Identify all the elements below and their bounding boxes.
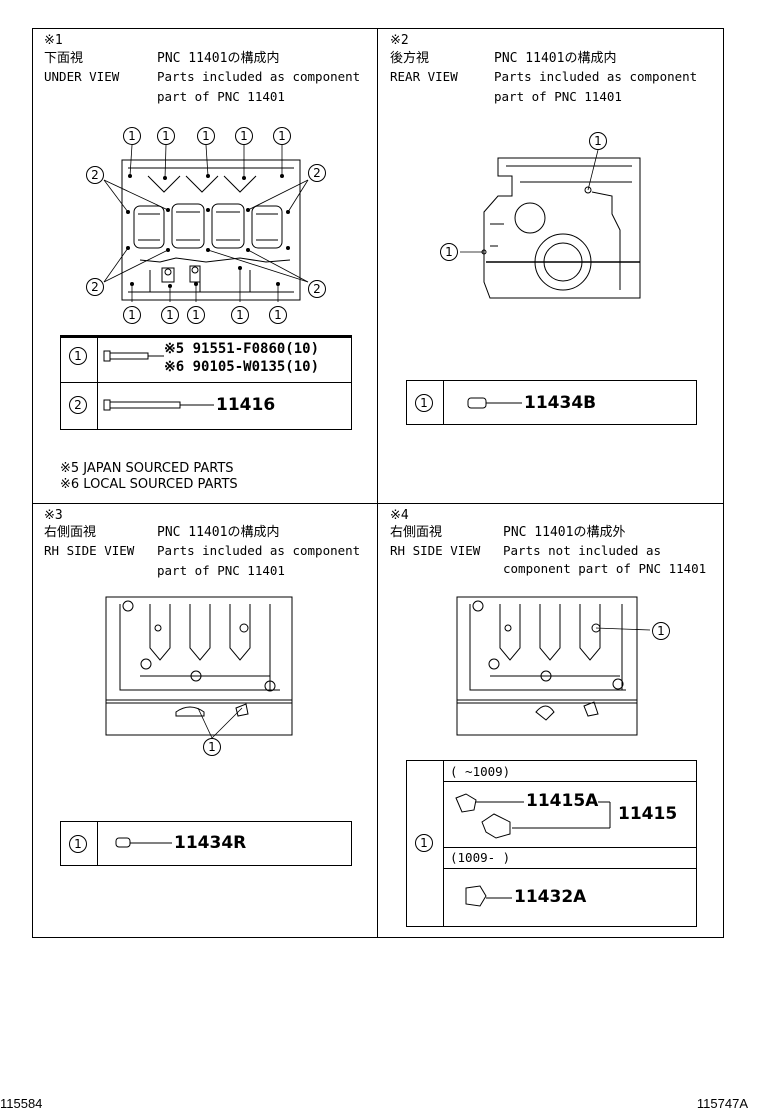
pnc-desc-line1: Parts included as component xyxy=(157,69,361,84)
callout-2: 2 xyxy=(86,166,104,184)
callout-1: 1 xyxy=(69,835,87,853)
callout-1: 1 xyxy=(440,243,458,261)
view-name-en: RH SIDE VIEW xyxy=(44,543,135,558)
local-note: ※6 LOCAL SOURCED PARTS xyxy=(60,477,238,492)
pnc-desc-line2: part of PNC 11401 xyxy=(157,563,285,578)
callout-1: 1 xyxy=(69,347,87,365)
callout-1: 1 xyxy=(197,127,215,145)
view-name-en: REAR VIEW xyxy=(390,69,458,84)
footer-right-id: 115747A xyxy=(696,1096,748,1111)
callout-1: 1 xyxy=(231,306,249,324)
pnc-note-jp: PNC 11401の構成内 xyxy=(157,525,280,540)
callout-1: 1 xyxy=(415,834,433,852)
view-name-jp: 右側面視 xyxy=(390,525,443,540)
part-number: ※6 90105-W0135(10) xyxy=(164,359,320,375)
callout-1: 1 xyxy=(187,306,205,324)
callout-2: 2 xyxy=(69,396,87,414)
callout-1: 1 xyxy=(157,127,175,145)
japan-note: ※5 JAPAN SOURCED PARTS xyxy=(60,461,234,476)
pnc-desc-line2: part of PNC 11401 xyxy=(157,89,285,104)
view-name-en: RH SIDE VIEW xyxy=(390,543,481,558)
part-number: ※5 91551-F0860(10) xyxy=(164,341,320,357)
pnc-desc-line1: Parts included as component xyxy=(494,69,698,84)
callout-2: 2 xyxy=(308,164,326,182)
view-name-jp: 右側面視 xyxy=(44,525,97,540)
vertical-divider xyxy=(377,28,378,938)
callout-1: 1 xyxy=(123,127,141,145)
diagram-frame xyxy=(32,28,724,938)
callout-1: 1 xyxy=(235,127,253,145)
panel-mark: ※2 xyxy=(390,33,409,48)
pnc-desc-line1: Parts included as component xyxy=(157,543,361,558)
date-range: (1009- ) xyxy=(450,850,511,865)
part-number: 11416 xyxy=(216,395,276,415)
callout-2: 2 xyxy=(86,278,104,296)
pnc-note-jp: PNC 11401の構成内 xyxy=(494,51,617,66)
callout-1: 1 xyxy=(269,306,287,324)
part-number: 11432A xyxy=(514,887,587,907)
panel-mark: ※1 xyxy=(44,33,63,48)
callout-1: 1 xyxy=(273,127,291,145)
view-name-jp: 下面視 xyxy=(44,51,84,66)
horizontal-divider xyxy=(32,503,724,504)
part-number: 11434B xyxy=(524,393,597,413)
panel-mark: ※4 xyxy=(390,508,409,523)
callout-2: 2 xyxy=(308,280,326,298)
part-number: 11434R xyxy=(174,833,247,853)
pnc-desc-line1: Parts not included as xyxy=(503,543,662,558)
callout-1: 1 xyxy=(123,306,141,324)
panel-mark: ※3 xyxy=(44,508,63,523)
view-name-jp: 後方視 xyxy=(390,51,430,66)
callout-1: 1 xyxy=(652,622,670,640)
view-name-en: UNDER VIEW xyxy=(44,69,120,84)
part-group-number: 11415 xyxy=(618,804,678,824)
pnc-note-jp: PNC 11401の構成内 xyxy=(157,51,280,66)
part-number: 11415A xyxy=(526,791,599,811)
pnc-desc-line2: component part of PNC 11401 xyxy=(503,561,707,576)
pnc-note-jp: PNC 11401の構成外 xyxy=(503,525,626,540)
callout-1: 1 xyxy=(161,306,179,324)
footer-left-id: 115584 xyxy=(0,1096,43,1111)
callout-1: 1 xyxy=(589,132,607,150)
pnc-desc-line2: part of PNC 11401 xyxy=(494,89,622,104)
callout-1: 1 xyxy=(415,394,433,412)
date-range: ( ~1009) xyxy=(450,764,511,779)
callout-1: 1 xyxy=(203,738,221,756)
